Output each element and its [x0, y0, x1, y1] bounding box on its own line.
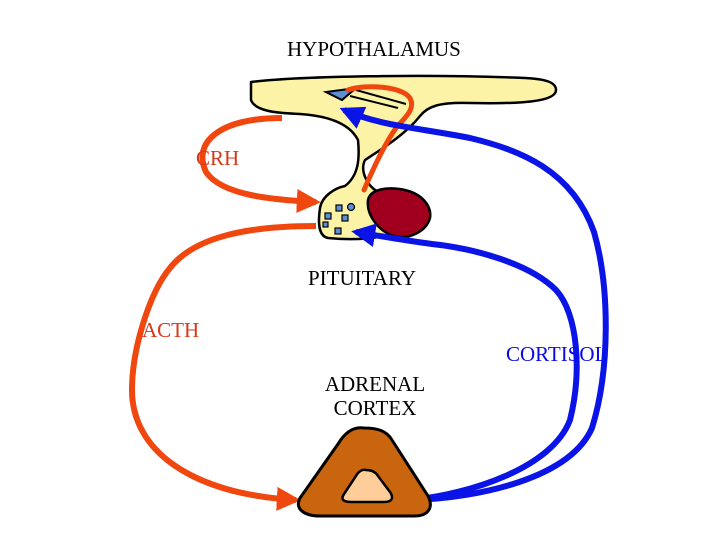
cortisol-label: CORTISOL — [506, 342, 608, 366]
acth-arrow — [128, 223, 317, 511]
cortisol-feedback-hypothalamus-arrow — [339, 106, 609, 503]
crh-label: CRH — [196, 146, 240, 170]
acth-label: ACTH — [142, 318, 200, 342]
adrenal-cortex-label: ADRENAL CORTEX — [300, 372, 450, 420]
adrenal-label-line2: CORTEX — [333, 396, 417, 420]
secretory-granules — [322, 202, 356, 235]
adrenal-label-line1: ADRENAL — [324, 372, 426, 396]
hypothalamus-label: HYPOTHALAMUS — [287, 37, 461, 61]
anterior-pituitary-shape — [366, 187, 432, 239]
adrenal-gland-inner — [341, 468, 394, 504]
crh-arrow — [199, 115, 321, 214]
cortisol-feedback-pituitary-arrow — [351, 223, 580, 503]
axon-line — [349, 89, 407, 109]
pituitary-label: PITUITARY — [308, 266, 416, 290]
releasing-tract-arrow — [345, 84, 414, 193]
